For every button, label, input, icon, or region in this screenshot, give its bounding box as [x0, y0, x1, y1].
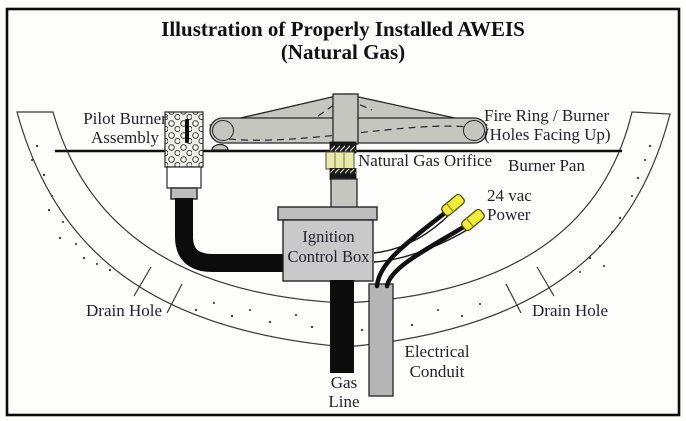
- rim-fitting-bump: [211, 143, 229, 151]
- label-drain-hole-right: Drain Hole: [532, 301, 609, 320]
- label-pilot-burner-assembly: Pilot Burner Assembly: [83, 109, 167, 147]
- label-gas-line: Gas Line: [328, 373, 360, 411]
- title-line2: (Natural Gas): [280, 40, 406, 64]
- wire-connector-1: [441, 193, 465, 217]
- pilot-electrode: [185, 119, 189, 143]
- wire-connector-2: [461, 208, 485, 232]
- pipe-threads-lower: [329, 168, 357, 180]
- label-fire-ring-burner: Fire Ring / Burner (Holes Facing Up): [484, 106, 611, 144]
- electrical-conduit-shape: [368, 283, 394, 397]
- pan-speckles: [31, 144, 652, 332]
- natural-gas-orifice-shape: [325, 151, 355, 170]
- label-burner-pan: Burner Pan: [508, 156, 585, 175]
- label-electrical-conduit: Electrical Conduit: [404, 342, 470, 381]
- pilot-gas-line: [175, 198, 285, 272]
- ignition-control-box-shape: [277, 206, 378, 282]
- power-wires: [373, 193, 485, 289]
- pilot-burner-assembly-shape: [164, 111, 204, 200]
- drain-hole-left-marks: [133, 266, 183, 314]
- label-drain-hole-left: Drain Hole: [86, 301, 163, 320]
- title-line1: Illustration of Properly Installed AWEIS: [161, 17, 525, 41]
- label-natural-gas-orifice: Natural Gas Orifice: [358, 151, 493, 170]
- frame-border: [5, 7, 681, 417]
- gas-line-pipe: [330, 280, 354, 373]
- center-supply-pipe: [325, 93, 359, 210]
- page-title: Illustration of Properly Installed AWEIS…: [0, 18, 686, 64]
- pipe-threads-upper: [329, 141, 357, 154]
- label-ignition-control-box: Ignition Control Box: [287, 227, 370, 266]
- label-24vac-power: 24 vac Power: [487, 186, 532, 224]
- burner-pan-shape: [16, 111, 671, 348]
- drain-hole-right-marks: [505, 266, 555, 314]
